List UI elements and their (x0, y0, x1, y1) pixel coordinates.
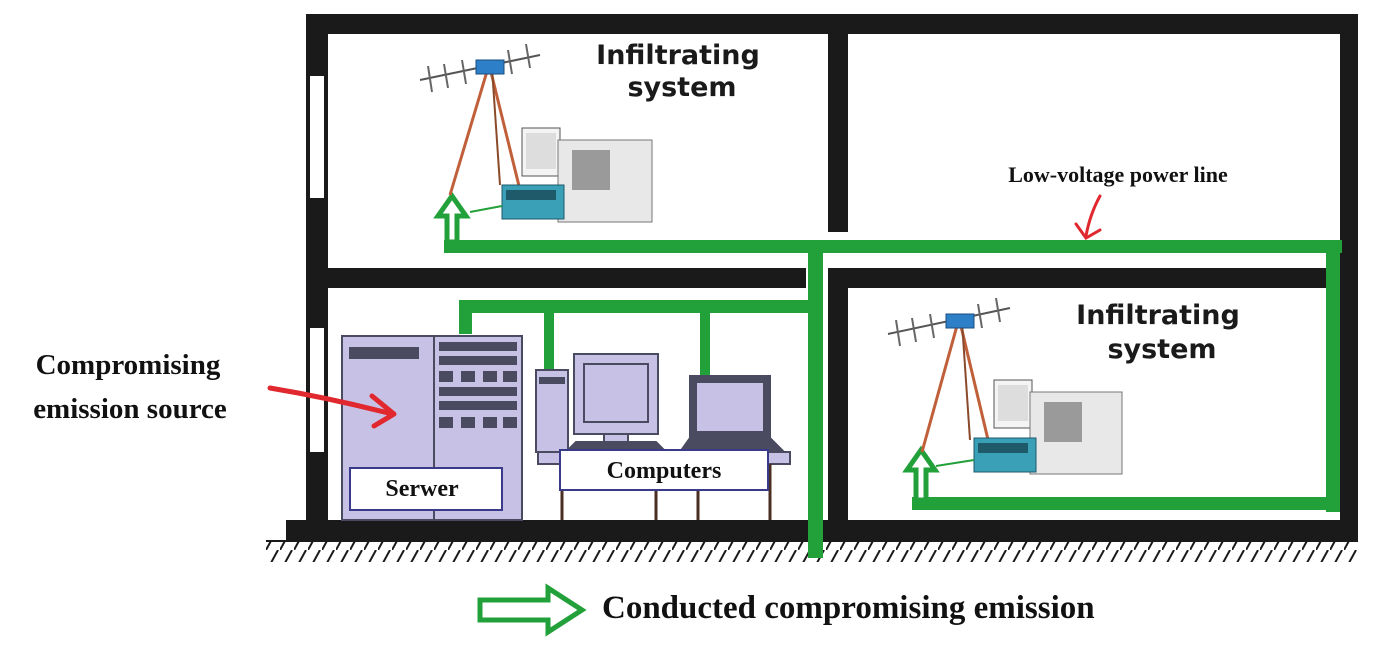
antenna-icon (419, 43, 541, 196)
legend: Conducted compromising emission (477, 583, 1095, 637)
middle-wall-upper (828, 14, 848, 232)
source-pointer (267, 385, 397, 429)
power-line-pointer (1074, 194, 1102, 240)
laptop-icon (678, 375, 787, 453)
window-frame-top (306, 76, 310, 198)
computers-label: Computers (607, 458, 722, 484)
receiver-icon (469, 127, 653, 223)
infiltrating-label-bottom-line2: system (1107, 334, 1216, 365)
source-label-line2: emission source (33, 393, 227, 425)
infiltrating-label-bottom-line1: Infiltrating (1076, 300, 1240, 331)
infiltrating-label-top-line1: Infiltrating (596, 40, 760, 71)
antenna-icon (887, 297, 1011, 453)
power-line-lower-branch (459, 300, 809, 313)
left-wall-bottom (306, 452, 328, 532)
power-line-riser (808, 240, 823, 558)
infiltrating-label-top-line2: system (627, 72, 736, 103)
floor-right (828, 268, 1358, 288)
legend-label: Conducted compromising emission (602, 590, 1095, 626)
window-frame-top-inner (324, 76, 328, 198)
power-line-server-drop (459, 300, 472, 334)
source-label-line1: Compromising (36, 349, 221, 381)
power-line-network (444, 240, 1342, 558)
power-line-upper (444, 240, 1342, 253)
desktop-icon (535, 353, 669, 453)
infiltrating-system-bottom: Infiltrating system (887, 297, 1240, 475)
middle-wall-lower (828, 268, 848, 536)
power-line-label: Low-voltage power line (1008, 162, 1228, 187)
arrow-icon (477, 583, 587, 637)
computers-label-box (559, 449, 769, 491)
arrow-icon (902, 445, 940, 503)
server-icon (341, 335, 523, 521)
power-line-laptop-drop (700, 300, 710, 376)
left-wall-top (306, 14, 328, 76)
power-line-room-bottom (912, 497, 1340, 510)
receiver-icon (935, 379, 1123, 475)
power-line-right-down (1326, 240, 1340, 512)
left-wall-mid (306, 198, 328, 328)
window-frame-bottom-inner (324, 328, 328, 452)
infiltrating-system-top: Infiltrating system (419, 40, 760, 223)
window-frame-bottom (306, 328, 310, 452)
arrow-icon (433, 191, 471, 245)
server-label: Serwer (385, 476, 459, 502)
floor-left (306, 268, 806, 288)
power-line-pc-drop (544, 300, 554, 370)
computers-group: Computers (535, 353, 791, 520)
